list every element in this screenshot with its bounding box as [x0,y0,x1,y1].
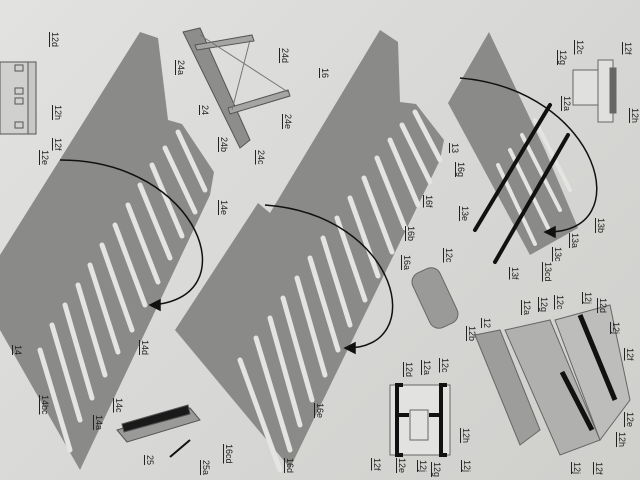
label-14c: 14c [114,398,124,413]
label-16e: 16e [315,403,325,419]
label-12e: 12e [397,458,407,474]
label-24b: 24b [219,137,229,153]
label-12j: 12j [572,462,582,475]
label-16d: 16d [285,458,295,474]
label-13a: 13a [570,233,580,249]
label-12f: 12f [53,138,63,151]
label-12a: 12a [522,300,532,316]
label-12h: 12h [461,428,471,444]
label-12h: 12h [53,105,63,121]
label-16: 16 [320,68,330,79]
label-13: 13 [450,143,460,154]
label-16f: 16f [424,195,434,208]
label-12a: 12a [562,96,572,112]
label-12j: 12j [418,460,428,473]
label-25a: 25a [201,460,211,476]
label-13f: 13f [510,267,520,280]
label-12d: 12d [404,362,414,378]
label-12f: 12f [372,458,382,471]
label-14bc: 14bc [40,395,50,415]
label-12: 12 [482,318,492,329]
label-16b: 16b [406,226,416,242]
label-14d: 14d [140,340,150,356]
label-12e: 12e [40,150,50,166]
label-24d: 24d [280,48,290,64]
assembly-arrows [59,77,598,355]
canopy-part-12 [411,267,459,329]
label-16a: 16a [402,255,412,271]
bottom-box-part [389,383,451,457]
label-24: 24 [200,105,210,116]
label-12a: 12a [422,360,432,376]
label-12h: 12h [630,108,640,124]
label-12c: 12c [444,248,454,263]
tail-part-13 [448,32,578,264]
top-right-box-part [572,59,617,123]
label-12f: 12f [623,42,633,55]
tray-part-25 [116,404,201,458]
label-13e: 13e [460,206,470,222]
label-24a: 24a [176,60,186,76]
wing-part-16 [175,30,444,473]
label-24c: 24c [256,150,266,165]
label-16cd: 16cd [224,444,234,464]
label-12c: 12c [575,40,585,55]
label-12g: 12g [539,297,549,313]
label-12j: 12j [583,292,593,305]
label-12c: 12c [555,295,565,310]
label-12j: 12j [611,322,621,335]
fuselage-assembly [474,304,631,456]
label-13c: 13c [553,247,563,262]
label-12f: 12f [625,348,635,361]
label-14a: 14a [94,415,104,431]
stand-part-24 [182,27,291,149]
label-12c: 12c [440,358,450,373]
label-12e: 12e [625,412,635,428]
label-12d: 12d [598,298,608,314]
label-12f: 12f [594,462,604,475]
label-25: 25 [145,455,155,466]
label-12g: 12g [432,462,442,478]
label-12d: 12d [50,32,60,48]
label-24e: 24e [283,114,293,130]
label-12b: 12b [467,326,477,342]
label-12h: 12h [617,432,627,448]
wing-part-14 [0,32,214,470]
label-14: 14 [13,345,23,356]
label-12g: 12g [558,50,568,66]
label-16g: 16g [456,162,466,178]
label-13cd: 13cd [543,262,553,282]
label-12j: 12j [462,460,472,473]
label-14e: 14e [219,200,229,216]
label-13b: 13b [596,218,606,234]
top-left-box-part [0,61,37,135]
